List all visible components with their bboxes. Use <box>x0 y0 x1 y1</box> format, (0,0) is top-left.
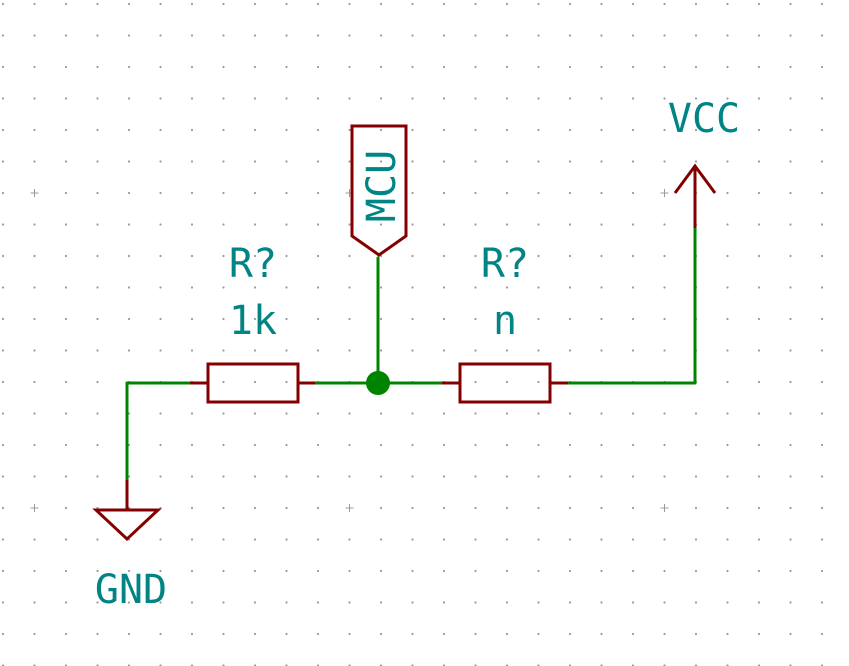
r2-reference: R? <box>481 241 529 287</box>
r1-value: 1k <box>229 298 277 344</box>
grid-dots <box>1 2 824 666</box>
vcc-symbol[interactable] <box>673 163 717 228</box>
gnd-symbol[interactable] <box>92 480 162 542</box>
r2-value: n <box>493 298 517 344</box>
r1-reference: R? <box>229 241 277 287</box>
vcc-label: VCC <box>668 96 740 142</box>
wire-r2-to-vcc[interactable] <box>566 226 697 385</box>
mcu-label-text: MCU <box>359 150 405 222</box>
gnd-label: GND <box>95 567 167 613</box>
mcu-label-shape[interactable] <box>350 124 408 257</box>
resistor-r2[interactable] <box>442 362 568 404</box>
junction-dot[interactable] <box>366 371 390 395</box>
wire-gnd-to-r1[interactable] <box>125 381 192 482</box>
wires <box>125 226 697 482</box>
resistor-r1[interactable] <box>190 362 315 404</box>
